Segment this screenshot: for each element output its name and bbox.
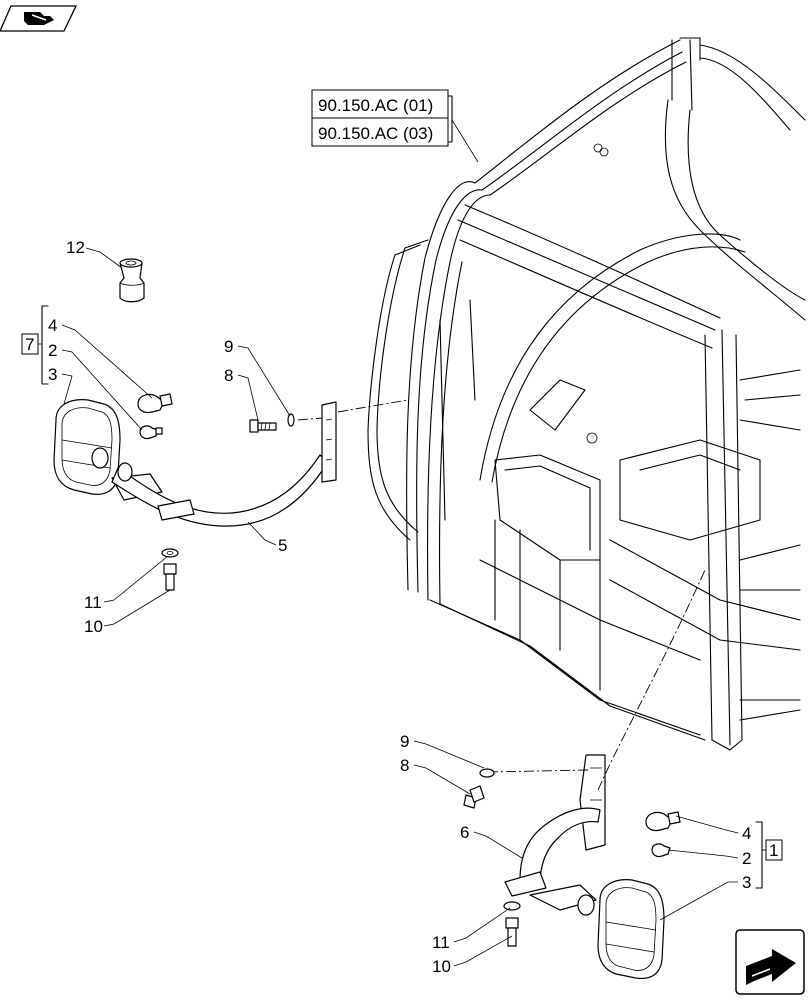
bolt-left-upper [249, 419, 277, 433]
reference-box-1[interactable] [311, 89, 449, 119]
work-lamp-right [597, 879, 665, 980]
callout-3-right[interactable]: 3 [742, 873, 751, 892]
socket-cap-part [119, 258, 145, 303]
cab-frame [367, 37, 806, 751]
bolt-right-lower [505, 917, 519, 947]
bulb-large-left [137, 393, 173, 414]
callout-10-left[interactable]: 10 [84, 617, 103, 636]
callout-4-left[interactable]: 4 [48, 316, 57, 335]
callout-8-left[interactable]: 8 [224, 366, 233, 385]
kit-bracket-right: 1 [755, 821, 783, 889]
callout-8-right[interactable]: 8 [400, 756, 409, 775]
reference-box-2[interactable] [311, 117, 449, 147]
reference-box-2-text: 90.150.AC (03) [318, 124, 433, 143]
callout-10-right[interactable]: 10 [432, 957, 451, 976]
callout-12[interactable]: 12 [66, 238, 85, 257]
callout-6[interactable]: 6 [460, 823, 469, 842]
bulb-small-left [139, 425, 163, 440]
assembly-line-left [297, 399, 409, 421]
kit-label-right: 1 [769, 841, 778, 860]
kit-label-left: 7 [25, 335, 34, 354]
bolt-left-lower [163, 563, 177, 591]
callout-2-right[interactable]: 2 [742, 849, 751, 868]
washer-left-upper [287, 413, 295, 427]
leader-lines [61, 247, 739, 967]
callout-labels: 12 4 2 3 9 8 5 11 10 9 8 6 11 10 4 2 3 [48, 238, 751, 976]
lamp-bracket-right [504, 754, 606, 916]
book-icon[interactable] [0, 5, 78, 32]
bulb-large-right [645, 811, 681, 832]
callout-11-right[interactable]: 11 [432, 933, 450, 952]
work-lamp-left [53, 399, 121, 495]
callout-3-left[interactable]: 3 [48, 365, 57, 384]
assembly-line-right [487, 569, 706, 791]
bulb-small-right [651, 843, 671, 858]
callout-9-right[interactable]: 9 [400, 732, 409, 751]
callout-4-right[interactable]: 4 [742, 824, 751, 843]
callout-5[interactable]: 5 [278, 536, 287, 555]
reference-box-group: 90.150.AC (01) 90.150.AC (03) [311, 89, 479, 163]
callout-9-left[interactable]: 9 [224, 337, 233, 356]
lamp-bracket-left [111, 401, 337, 527]
callout-2-left[interactable]: 2 [48, 341, 57, 360]
washer-right-lower [503, 901, 521, 911]
reference-box-1-text: 90.150.AC (01) [318, 96, 433, 115]
washer-right-upper [479, 768, 495, 778]
kit-bracket-left: 7 [21, 305, 49, 385]
next-page-arrow-icon[interactable] [735, 929, 805, 995]
callout-11-left[interactable]: 11 [84, 593, 102, 612]
bolt-right-upper [463, 785, 485, 809]
washer-left-lower [161, 548, 179, 558]
